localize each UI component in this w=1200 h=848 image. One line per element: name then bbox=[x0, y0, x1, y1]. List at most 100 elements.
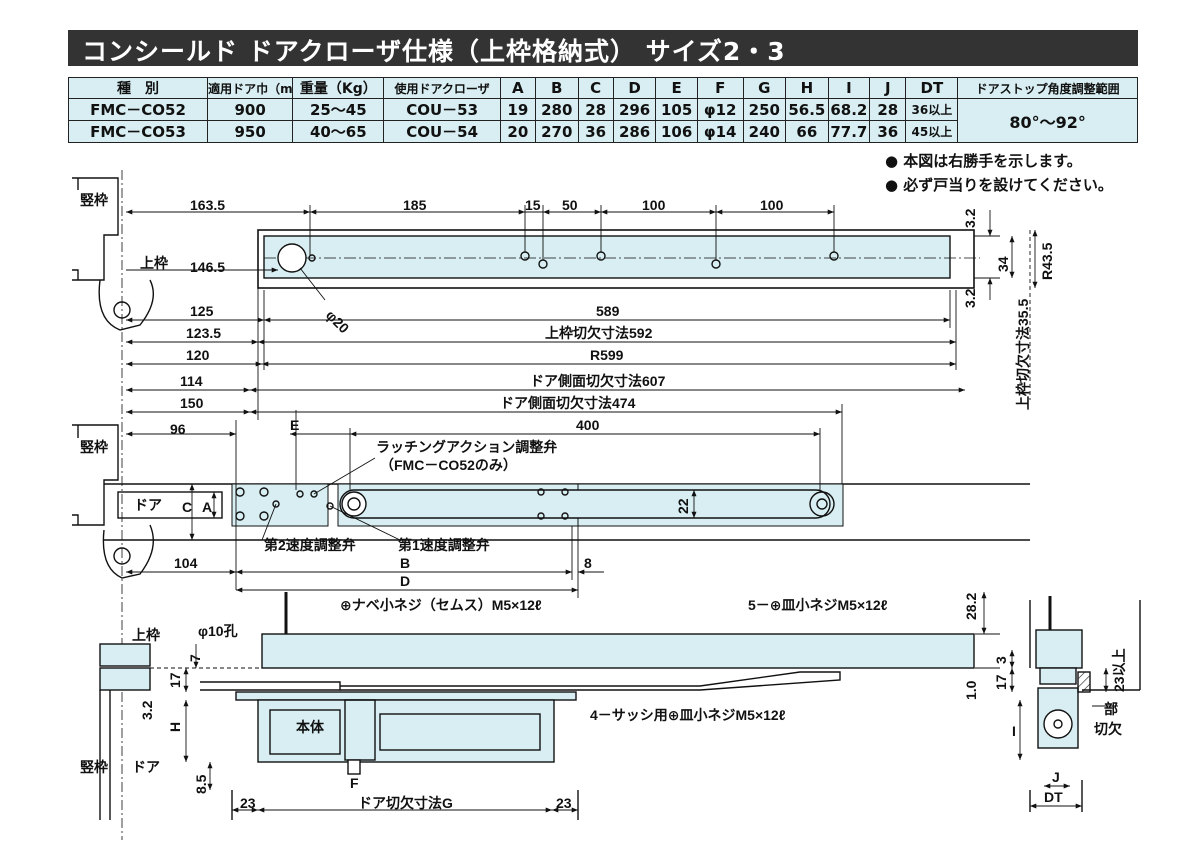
table-cell: COU－54 bbox=[383, 120, 501, 143]
table-cell: 28 bbox=[869, 98, 907, 121]
label-latching-note: （FMC－CO52のみ） bbox=[380, 457, 517, 473]
dim-17b: 17 bbox=[993, 674, 1009, 690]
side-section-dimensions bbox=[1009, 650, 1118, 809]
label-E: E bbox=[290, 417, 299, 433]
dim-1-0: 1.0 bbox=[963, 680, 979, 700]
bottom-view bbox=[99, 592, 975, 820]
header-cell: 使用ドアクローザ bbox=[383, 77, 501, 99]
label-C: C bbox=[182, 499, 192, 515]
page-title: コンシールド ドアクローザ仕様（上枠格納式） サイズ2・3 bbox=[82, 37, 786, 66]
dim-3-2b: 3.2 bbox=[962, 288, 978, 308]
spec-header-row: 種 別 適用ドア巾（mm） 重量（Kg） 使用ドアクローザ A B C D E … bbox=[67, 77, 1138, 99]
dim-23a: 23 bbox=[240, 795, 256, 811]
table-cell: 68.2 bbox=[827, 98, 871, 121]
table-cell: φ14 bbox=[696, 120, 744, 143]
label-bu: 部 bbox=[1104, 701, 1118, 717]
table-cell: 19 bbox=[499, 98, 537, 121]
label-speed1: 第1速度調整弁 bbox=[398, 537, 490, 553]
dim-8-5: 8.5 bbox=[193, 774, 209, 794]
dim-22: 22 bbox=[675, 498, 691, 514]
label-door-cut-474: ドア側面切欠寸法474 bbox=[500, 395, 636, 411]
label-F: F bbox=[350, 775, 359, 791]
note-right-hand: ● 本図は右勝手を示します。 bbox=[885, 152, 1082, 170]
table-cell: 36 bbox=[577, 120, 614, 143]
label-door-cut-g: ドア切欠寸法G bbox=[358, 795, 453, 811]
dim-3-2c: 3.2 bbox=[139, 700, 155, 720]
angle-range-cell: 80°～92° bbox=[957, 98, 1138, 143]
label-speed2: 第2速度調整弁 bbox=[264, 537, 356, 553]
label-r599: R599 bbox=[590, 347, 624, 363]
middle-view-dimensions bbox=[126, 404, 843, 598]
label-J: J bbox=[1052, 769, 1060, 785]
header-cell: 重量（Kg） bbox=[292, 77, 385, 99]
table-cell: 250 bbox=[742, 98, 787, 121]
label-latching-valve: ラッチングアクション調整弁 bbox=[376, 439, 557, 455]
dim-125: 125 bbox=[190, 303, 214, 319]
note-door-stop: ● 必ず戸当りを設けてください。 bbox=[885, 176, 1113, 194]
label-uewaku-cut-v: 上枠切欠寸法35.5 bbox=[1015, 299, 1031, 410]
dim-163: 163.5 bbox=[190, 197, 225, 213]
label-tatewaku-2: 竪枠 bbox=[80, 439, 108, 455]
spec-row: FMC－CO52 900 25～45 COU－53 19 280 28 296 … bbox=[67, 98, 1138, 143]
label-uewaku-cut: 上枠切欠寸法592 bbox=[545, 325, 653, 341]
header-cell: ドアストップ角度調整範囲 bbox=[957, 77, 1138, 99]
label-D: D bbox=[400, 573, 410, 589]
dim-23-ue: 23以上 bbox=[1111, 648, 1127, 692]
table-cell: 36 bbox=[869, 120, 907, 143]
dim-114: 114 bbox=[180, 373, 203, 389]
table-cell: 296 bbox=[612, 98, 657, 121]
top-view bbox=[72, 170, 980, 840]
table-cell: 240 bbox=[742, 120, 787, 143]
label-tatewaku-3: 竪枠 bbox=[80, 759, 108, 775]
header-cell: D bbox=[612, 77, 657, 99]
label-honntai: 本体 bbox=[296, 719, 325, 735]
middle-view bbox=[72, 424, 1030, 579]
dim-400: 400 bbox=[576, 417, 600, 433]
label-sara-screw: 5－⊕皿小ネジM5×12ℓ bbox=[748, 597, 888, 613]
table-cell: 286 bbox=[612, 120, 657, 143]
spec-table: 種 別 適用ドア巾（mm） 重量（Kg） 使用ドアクローザ A B C D E … bbox=[67, 77, 1138, 143]
dim-100b: 100 bbox=[760, 197, 784, 213]
header-cell: H bbox=[785, 77, 829, 99]
table-cell: FMC－CO53 bbox=[67, 120, 209, 143]
dim-7: 7 bbox=[187, 654, 203, 662]
bottom-view-labels: 上枠 φ10孔 ⊕ナベ小ネジ（セムス）M5×12ℓ 5－⊕皿小ネジM5×12ℓ … bbox=[80, 593, 979, 811]
table-cell: 25～45 bbox=[292, 98, 385, 121]
label-uewaku-2: 上枠 bbox=[132, 627, 160, 643]
dim-146: 146.5 bbox=[190, 259, 225, 275]
label-hole: φ10孔 bbox=[198, 623, 238, 639]
dim-34: 34 bbox=[995, 256, 1011, 272]
title-bar: コンシールド ドアクローザ仕様（上枠格納式） サイズ2・3 bbox=[68, 30, 1138, 66]
header-cell: 適用ドア巾（mm） bbox=[207, 77, 294, 99]
table-cell: COU－53 bbox=[383, 98, 501, 121]
dim-28-2: 28.2 bbox=[963, 593, 979, 620]
table-cell: 66 bbox=[785, 120, 829, 143]
label-tatewaku: 竪枠 bbox=[80, 192, 108, 208]
label-nabe-screw: ⊕ナベ小ネジ（セムス）M5×12ℓ bbox=[340, 597, 542, 613]
table-cell: 900 bbox=[207, 98, 294, 121]
dim-phi20: φ20 bbox=[323, 307, 353, 337]
label-uewaku: 上枠 bbox=[140, 255, 168, 271]
table-cell: 950 bbox=[207, 120, 294, 143]
dim-100a: 100 bbox=[642, 197, 666, 213]
dim-150: 150 bbox=[180, 395, 204, 411]
table-cell: 77.7 bbox=[827, 120, 871, 143]
spec-row: FMC－CO53 950 40～65 COU－54 20 270 36 286 … bbox=[67, 120, 1138, 143]
label-H: H bbox=[167, 722, 183, 732]
dim-r43-5: R43.5 bbox=[1039, 242, 1055, 280]
dim-15: 15 bbox=[525, 197, 541, 213]
dim-17c: 17 bbox=[167, 672, 183, 688]
dim-589: 589 bbox=[596, 303, 620, 319]
top-view-labels: 竪枠 上枠 163.5 185 15 50 100 100 146.5 φ20 … bbox=[80, 192, 1055, 411]
header-cell: DT bbox=[905, 77, 959, 99]
top-view-dimensions bbox=[126, 205, 1038, 420]
bottom-view-dimensions bbox=[150, 592, 1000, 813]
table-cell: FMC－CO52 bbox=[67, 98, 209, 121]
side-section-labels: 3 17 23以上 部 切欠 I J DT bbox=[993, 648, 1127, 805]
dim-8: 8 bbox=[584, 555, 592, 571]
label-A: A bbox=[202, 499, 212, 515]
table-cell: 56.5 bbox=[785, 98, 829, 121]
dim-3-2a: 3.2 bbox=[962, 208, 978, 228]
label-door-2: ドア bbox=[132, 759, 160, 775]
